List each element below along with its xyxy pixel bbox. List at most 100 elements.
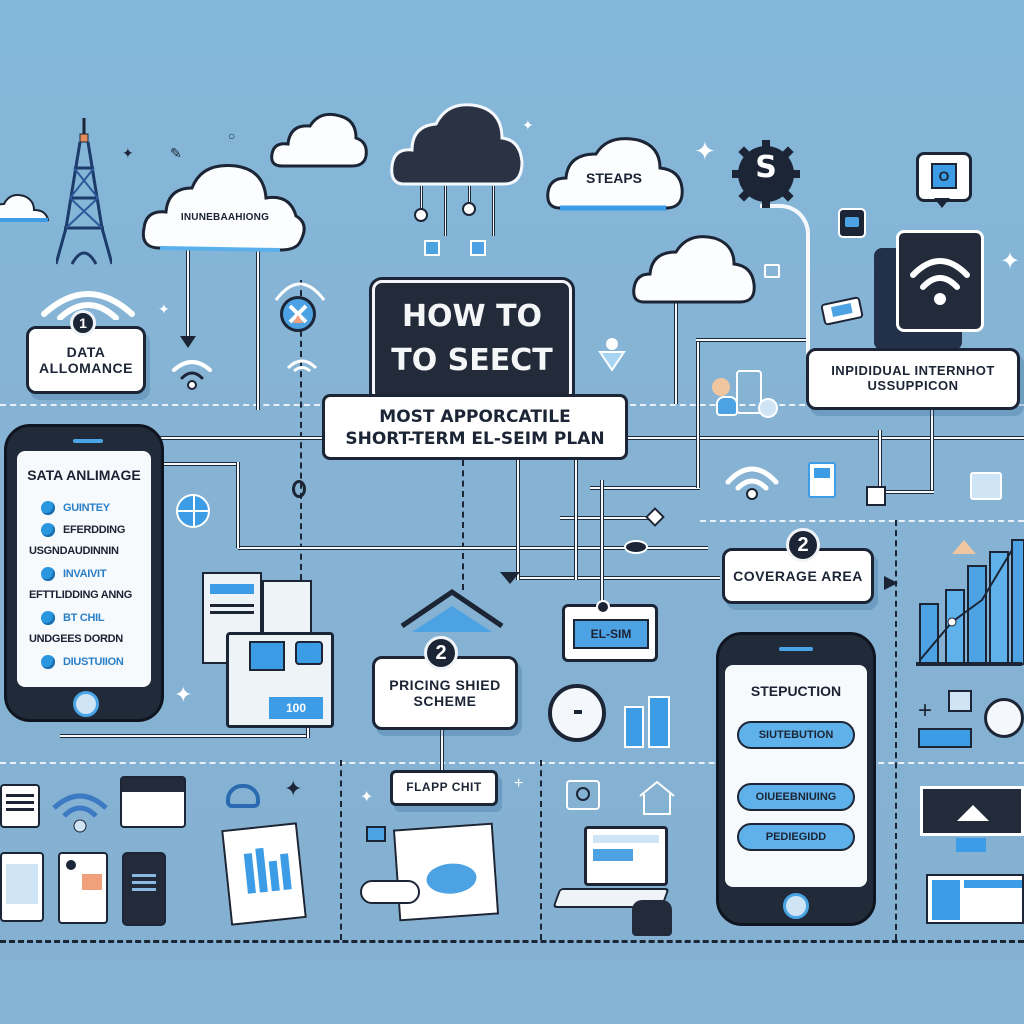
network-device-icon	[470, 240, 486, 256]
person-avatar-icon	[758, 398, 778, 418]
step-1-badge: 1	[70, 310, 96, 336]
dashboard-card-icon: 100	[226, 632, 334, 728]
list-item[interactable]: BT CHIL	[41, 611, 105, 625]
cloud-internet	[141, 163, 306, 252]
home-button[interactable]	[73, 691, 99, 717]
left-phone-title: SATA ANLIMAGE	[27, 467, 141, 483]
small-tile-icon	[366, 826, 386, 842]
monitor-icon	[920, 786, 1024, 836]
esim-label: EL-SIM	[573, 619, 649, 649]
subtitle-box: MOST APPORCATILE SHORT-TERM EL-SEIM PLAN	[322, 394, 628, 460]
dashed-divider	[895, 520, 897, 940]
calendar-icon	[948, 690, 972, 712]
gauge-arc-icon	[274, 282, 326, 301]
arrow-head-down-icon	[180, 336, 196, 348]
dashed-divider	[300, 280, 302, 580]
right-phone: STEPUCTION SIUTEBUTION OIUEEBNIUING PEDI…	[716, 632, 876, 926]
house-icon	[639, 780, 675, 815]
connector-line	[600, 480, 604, 610]
id-card-icon	[58, 852, 108, 924]
person-body-icon	[716, 396, 738, 416]
sparkle-icon: ✦	[522, 117, 534, 133]
server-icon	[648, 696, 670, 748]
list-item[interactable]: INVAIVIT	[41, 567, 107, 581]
list-item[interactable]: EFERDDING	[41, 523, 125, 537]
dashed-divider	[340, 760, 342, 940]
step-data-allowance-label-line1: DATA	[66, 343, 106, 360]
hand-icon	[360, 880, 420, 904]
dashed-divider	[540, 760, 542, 940]
list-item[interactable]: GUINTEY	[41, 501, 110, 515]
monitor-stand	[956, 838, 986, 852]
right-phone-button-3[interactable]: PEDIEGIDD	[737, 823, 855, 851]
connector-line	[236, 462, 240, 548]
network-line	[420, 186, 423, 214]
list-item-text: UNDGEES DORDN	[29, 633, 123, 645]
hand-dark-icon	[632, 900, 672, 936]
app-card-icon	[808, 462, 836, 498]
globe-icon	[176, 494, 210, 528]
sparkle-icon: +	[514, 775, 524, 792]
sparkle-icon: ✦	[158, 301, 170, 317]
person-head-icon	[712, 378, 730, 396]
connector-line	[160, 462, 240, 466]
credit-card-icon	[120, 776, 186, 828]
sparkle-icon: ✦	[360, 789, 374, 806]
connector-line	[930, 410, 934, 492]
dashed-divider	[462, 460, 464, 590]
plus-icon: +	[918, 697, 933, 724]
list-item: UNDGEES DORDN	[29, 633, 123, 645]
step-data-allowance-label-line2: ALLOMANCE	[39, 360, 133, 376]
bullet-icon	[41, 655, 55, 669]
report-chart-icon	[221, 822, 307, 926]
home-button[interactable]	[783, 893, 809, 919]
sparkle-icon: ✦	[694, 136, 716, 166]
list-item-text: GUINTEY	[63, 501, 110, 514]
sparkle-icon: ✦	[284, 776, 303, 801]
right-phone-button-2[interactable]: OIUEEBNIUING	[737, 783, 855, 811]
list-item: EFTTLIDDING ANNG	[29, 589, 132, 601]
location-pin-icon	[598, 338, 626, 372]
s-gear-badge-icon	[732, 140, 800, 208]
bottom-dashed-border	[0, 940, 1024, 943]
phone-dark-icon	[122, 852, 166, 926]
connector-line	[160, 436, 330, 440]
title-box: HOW TO TO SEECT	[372, 280, 572, 402]
connector-line	[560, 516, 660, 520]
cloud-steps	[546, 137, 684, 211]
pen-icon: ✎	[170, 145, 182, 161]
arrow-down	[186, 240, 190, 340]
phone-speaker	[779, 647, 813, 651]
flapp-chart-box: FLAPP CHIT	[390, 770, 498, 806]
router-bottom-icon	[226, 784, 260, 808]
subtitle-line2: SHORT-TERM EL-SEIM PLAN	[345, 429, 605, 449]
list-item-text: EFTTLIDDING ANNG	[29, 589, 132, 601]
eye-icon	[292, 480, 306, 498]
cloud-left-edge	[0, 194, 50, 222]
right-phone-button-1[interactable]: SIUTEBUTION	[737, 721, 855, 749]
connector-line	[880, 490, 934, 494]
individual-usage-box: INPIDIDUAL INTERNHOT USSUPPICON	[806, 348, 1020, 410]
bullet-icon	[41, 567, 55, 581]
step-pricing-label-line1: PRICING SHIED	[389, 676, 501, 693]
cloud-small-top	[270, 112, 368, 168]
list-item-text: EFERDDING	[63, 523, 126, 536]
connector-line	[696, 340, 700, 488]
dot-ring-icon: ○	[228, 129, 236, 143]
step-coverage-badge: 2	[786, 528, 820, 562]
left-phone: SATA ANLIMAGE GUINTEY EFERDDING USGNDAUD…	[4, 424, 164, 722]
list-item-text: USGNDAUDINNIN	[29, 545, 119, 557]
s-badge-letter: S	[755, 150, 777, 185]
subtitle-line1: MOST APPORCATILE	[379, 407, 571, 427]
list-item[interactable]: DIUSTUIION	[41, 655, 124, 669]
chevron-up-icon	[400, 588, 504, 632]
list-item-text: DIUSTUIION	[63, 655, 124, 668]
wifi-icon	[41, 291, 135, 320]
chat-bubble-icon: O	[916, 152, 972, 202]
right-phone-title: STEPUCTION	[750, 683, 842, 699]
connector-line	[516, 460, 520, 580]
network-device-icon	[424, 240, 440, 256]
sparkle-icon: ✦	[174, 682, 193, 707]
dashed-separator	[700, 520, 1024, 522]
wifi-tiny-icon	[286, 359, 318, 372]
